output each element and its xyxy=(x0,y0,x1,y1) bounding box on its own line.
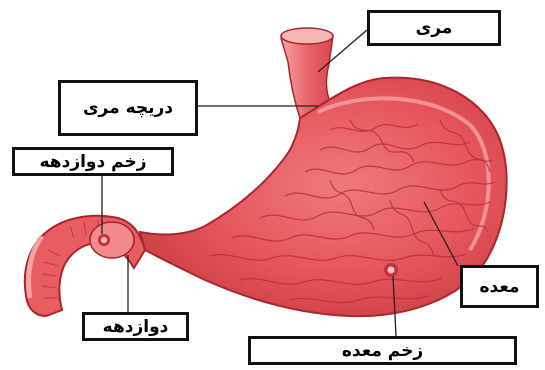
label-stomach: معده xyxy=(460,265,539,308)
pyloric-ring xyxy=(90,222,134,258)
ulcer-icon xyxy=(98,234,110,246)
label-esophageal-sphincter: دریچه مری xyxy=(58,80,198,136)
label-gastric-ulcer: زخم معده xyxy=(248,336,517,365)
label-duodenal-ulcer: زخم دوازدهه xyxy=(12,147,174,176)
esophagus-opening xyxy=(281,28,333,44)
label-duodenum: دوازدهه xyxy=(82,312,189,341)
label-esophagus: مری xyxy=(367,10,501,46)
ulcer-icon xyxy=(384,263,398,277)
